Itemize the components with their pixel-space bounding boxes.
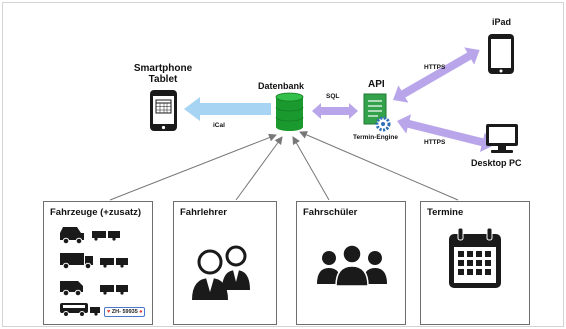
box-fahrlehrer-title: Fahrlehrer <box>180 207 227 218</box>
box-termine-title: Termine <box>427 207 464 218</box>
plate-shield-icon: ♥ <box>107 309 111 315</box>
box-fahrzeuge-title: Fahrzeuge (+zusatz) <box>50 207 142 218</box>
box-fahrzeuge: Fahrzeuge (+zusatz) <box>43 201 153 325</box>
box-fahrlehrer: Fahrlehrer <box>173 201 277 325</box>
api-label: API <box>368 79 385 90</box>
database-icon <box>275 92 304 131</box>
ical-arrow <box>184 97 271 121</box>
vehicles-icon <box>60 227 128 317</box>
termin-engine-label: Termin-Engine <box>353 134 399 141</box>
box-fahrschueler-title: Fahrschüler <box>303 207 358 218</box>
plate-text: ZH- 59935 <box>111 309 138 315</box>
desktop-label: Desktop PC <box>471 158 522 168</box>
plate-shield-icon-right: ♠ <box>139 309 143 315</box>
connector-fahrzeuge-to-db <box>109 133 277 201</box>
box-termine: Termine <box>420 201 530 325</box>
sql-arrow <box>312 103 358 119</box>
smartphone-calendar-icon <box>150 90 177 131</box>
document-gear-icon <box>363 93 391 132</box>
smartphone-label-line1: Smartphone <box>133 63 193 74</box>
students-group-icon <box>317 244 387 287</box>
https-ipad-edge-label: HTTPS <box>424 64 446 71</box>
sql-edge-label: SQL <box>326 93 340 100</box>
ipad-label: iPad <box>492 17 512 27</box>
https-arrow-desktop <box>397 114 495 152</box>
monitor-icon <box>486 124 518 153</box>
ical-edge-label: iCal <box>213 122 225 129</box>
connector-fahrschueler-to-db <box>292 136 330 201</box>
smartphone-label: Smartphone Tablet <box>132 63 194 85</box>
smartphone-label-line2: Tablet <box>148 74 178 86</box>
connector-termine-to-db <box>299 131 459 201</box>
instructors-icon <box>192 245 250 300</box>
https-arrow-ipad <box>393 47 480 103</box>
connector-fahrlehrer-to-db <box>235 136 283 201</box>
calendar-icon <box>449 227 501 288</box>
database-label: Datenbank <box>258 81 305 91</box>
license-plate: ♥ ZH- 59935 ♠ <box>104 307 146 317</box>
tablet-icon <box>488 34 514 74</box>
box-fahrschueler: Fahrschüler <box>296 201 406 325</box>
https-desktop-edge-label: HTTPS <box>424 139 446 146</box>
